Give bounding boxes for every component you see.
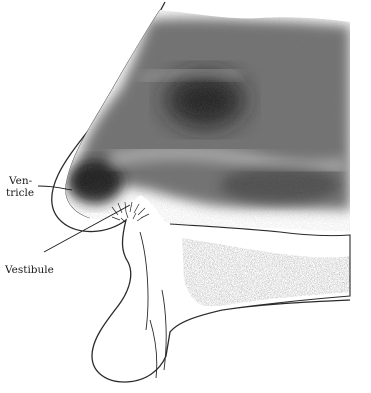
label-vestibule: Vestibule [4, 264, 54, 276]
label-ventricle-line1: Ven- [8, 175, 33, 187]
lip-cartilage-outline [140, 232, 166, 378]
label-ventricle-line2: tricle [6, 187, 34, 199]
